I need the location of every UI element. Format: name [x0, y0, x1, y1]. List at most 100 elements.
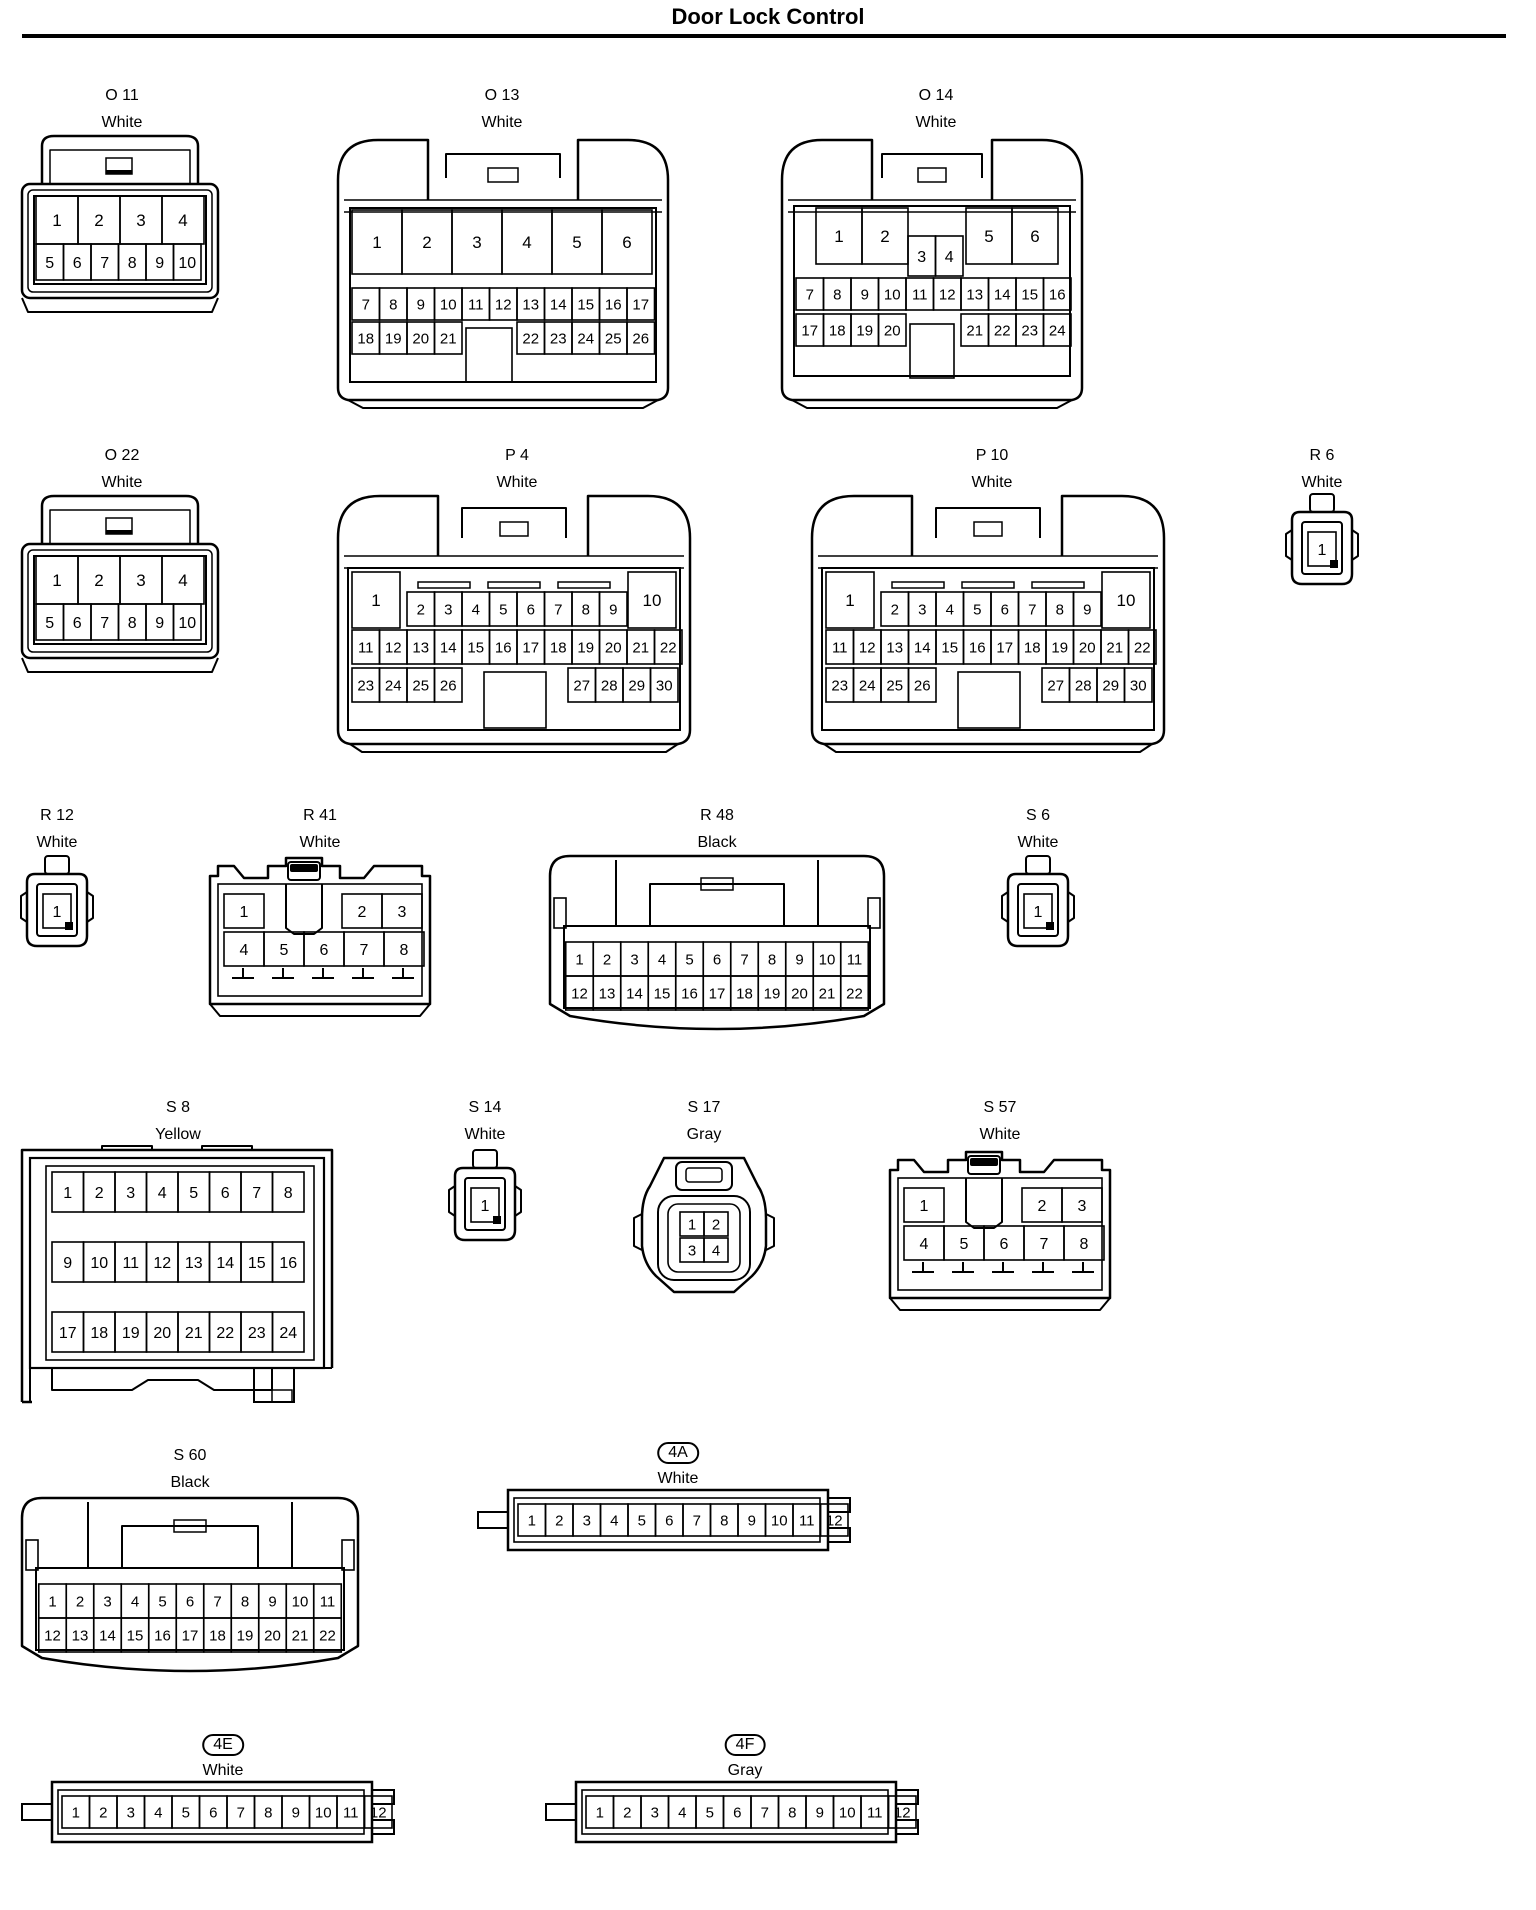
pin-number: 1 — [52, 211, 61, 230]
pin-number: 6 — [73, 255, 82, 272]
color: White — [481, 114, 523, 131]
pin-number: 1 — [596, 1804, 604, 1821]
pin-number: 4 — [240, 942, 249, 959]
name: P 10 — [975, 447, 1009, 464]
pin-number: 5 — [685, 951, 693, 968]
pin-number: 5 — [189, 1185, 198, 1202]
pin-number: 23 — [357, 677, 374, 694]
pin-number: 2 — [603, 951, 611, 968]
pin-number: 13 — [599, 985, 616, 1002]
pin-number: 16 — [1049, 286, 1066, 303]
pin-number: 13 — [72, 1627, 89, 1644]
pin-number: 15 — [467, 639, 484, 656]
pin-number: 9 — [63, 1255, 72, 1272]
name: O 14 — [918, 87, 954, 104]
pin-number: 22 — [846, 985, 863, 1002]
pin-number: 7 — [213, 1593, 221, 1610]
pin-number: 6 — [622, 233, 631, 252]
pin-number: 7 — [693, 1512, 701, 1529]
pin-number: 8 — [128, 615, 137, 632]
pin-number: 4 — [678, 1804, 686, 1821]
pin-number: 8 — [128, 255, 137, 272]
pin-number: 1 — [372, 233, 381, 252]
color: White — [915, 114, 957, 131]
pin-number: 13 — [412, 639, 429, 656]
connector-R6: 1 — [1285, 493, 1359, 586]
pin-number: 23 — [248, 1325, 266, 1342]
color: White — [971, 474, 1013, 491]
pin-number: 8 — [389, 296, 397, 313]
pin-number: 26 — [440, 677, 457, 694]
pin-number: 10 — [771, 1512, 788, 1529]
pin-number: 1 — [481, 1198, 490, 1215]
pin-number: 10 — [884, 286, 901, 303]
pin-number: 16 — [154, 1627, 171, 1644]
pin-number: 24 — [1049, 322, 1066, 339]
pin-number: 17 — [632, 296, 649, 313]
color: White — [657, 1470, 699, 1487]
pin-number: 13 — [185, 1255, 203, 1272]
pin-number: 20 — [884, 322, 901, 339]
pin-number: 4 — [658, 951, 666, 968]
pin-number: 24 — [279, 1325, 297, 1342]
label-4A: 4A White — [657, 1442, 699, 1489]
pin-number: 7 — [761, 1804, 769, 1821]
pin-number: 7 — [100, 255, 109, 272]
name: S 17 — [687, 1099, 721, 1116]
pin-number: 12 — [826, 1512, 843, 1529]
badge-4E: 4E — [202, 1734, 244, 1756]
pin-number: 9 — [155, 255, 164, 272]
pin-number: 2 — [417, 601, 425, 618]
pin-number: 8 — [264, 1804, 272, 1821]
pin-number: 7 — [362, 296, 370, 313]
pin-number: 23 — [831, 677, 848, 694]
pin-number: 21 — [440, 330, 457, 347]
name: P 4 — [505, 447, 529, 464]
pin-number: 4 — [920, 1236, 929, 1253]
pin-number: 1 — [52, 571, 61, 590]
pin-number: 13 — [966, 286, 983, 303]
pin-number: 1 — [72, 1804, 80, 1821]
pin-number: 23 — [1021, 322, 1038, 339]
pin-number: 4 — [522, 233, 531, 252]
pin-number: 17 — [59, 1325, 77, 1342]
pin-number: 15 — [577, 296, 594, 313]
pin-number: 10 — [1117, 591, 1136, 610]
pin-number: 6 — [733, 1804, 741, 1821]
badge-4A: 4A — [657, 1442, 699, 1464]
pin-number: 3 — [136, 571, 145, 590]
pin-number: 9 — [417, 296, 425, 313]
pin-number: 19 — [577, 639, 594, 656]
pin-number: 7 — [252, 1185, 261, 1202]
pin-number: 1 — [1318, 542, 1327, 559]
color: White — [101, 474, 143, 491]
pin-number: 5 — [638, 1512, 646, 1529]
pin-number: 8 — [1056, 601, 1064, 618]
pin-number: 7 — [740, 951, 748, 968]
connector-S6: 1 — [1001, 855, 1075, 948]
pin-number: 13 — [886, 639, 903, 656]
pin-number: 2 — [358, 904, 367, 921]
pin-number: 18 — [90, 1325, 108, 1342]
pin-number: 3 — [127, 1804, 135, 1821]
pin-number: 13 — [522, 296, 539, 313]
pin-number: 14 — [994, 286, 1011, 303]
pin-number: 5 — [45, 255, 54, 272]
color: Black — [697, 834, 737, 851]
pin-number: 12 — [894, 1804, 911, 1821]
color: White — [1301, 474, 1343, 491]
pin-number: 21 — [292, 1627, 309, 1644]
pin-number: 22 — [660, 639, 677, 656]
connector-S14: 1 — [448, 1149, 522, 1242]
pin-number: 6 — [665, 1512, 673, 1529]
pin-number: 9 — [292, 1804, 300, 1821]
pin-number: 22 — [319, 1627, 336, 1644]
